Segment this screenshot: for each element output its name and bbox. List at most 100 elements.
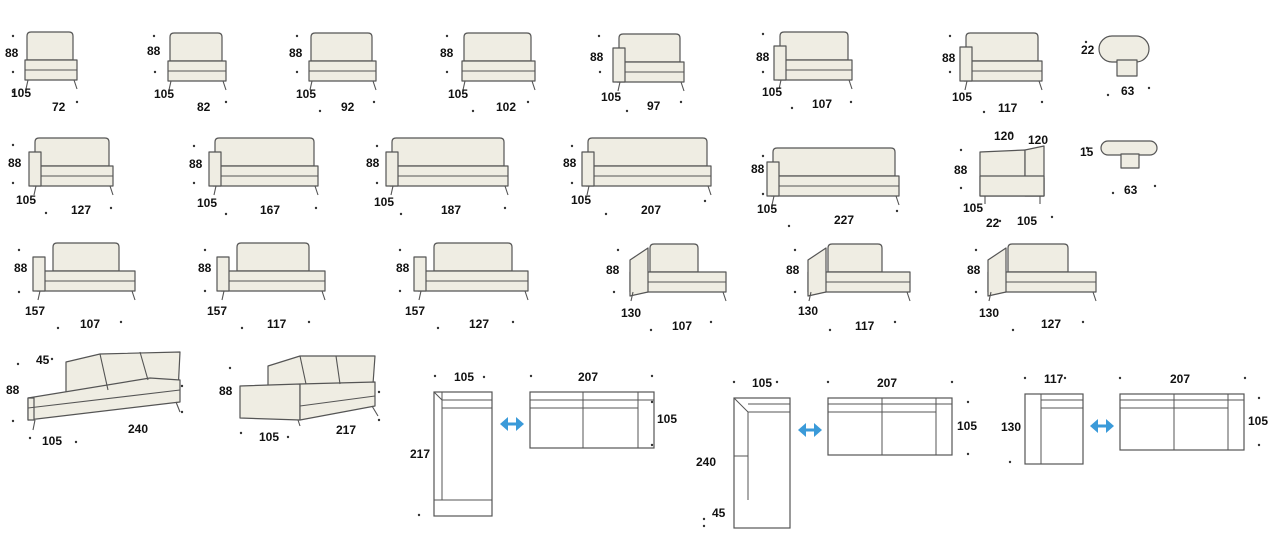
sofa-module-7: 88 105 117	[942, 32, 1043, 115]
sofa-module-8: 88 105 127	[8, 137, 114, 217]
module-4-width: 102	[496, 100, 516, 114]
sectional-1-depth: 105	[42, 434, 62, 448]
sofa-module-2: 88 105 82	[147, 32, 227, 114]
module-4-height: 88	[440, 46, 454, 60]
double-arrow-icon	[798, 423, 822, 437]
module-4-depth: 105	[448, 87, 468, 101]
module-10-height: 88	[366, 156, 380, 170]
sofa-module-18: 88 130 127	[967, 243, 1097, 331]
sectional-1-width: 240	[128, 422, 148, 436]
module-13-height: 88	[14, 261, 28, 275]
module-12-width: 227	[834, 213, 854, 227]
plan-view-3: 117 130 207 105	[1001, 372, 1268, 465]
module-1-width: 72	[52, 100, 66, 114]
corner-depth: 105	[963, 201, 983, 215]
module-14-width: 117	[267, 317, 287, 331]
sofa-module-9: 88 105 167	[189, 137, 319, 217]
module-7-height: 88	[942, 51, 956, 65]
module-2-height: 88	[147, 44, 161, 58]
module-9-height: 88	[189, 157, 203, 171]
module-15-width: 127	[469, 317, 489, 331]
corner-module: 120 120 88 105 22 105	[954, 129, 1048, 230]
corner-seat: 105	[1017, 214, 1037, 228]
cushion-large-height: 22	[1081, 43, 1095, 57]
sofa-module-10: 88 105 187	[366, 137, 509, 217]
module-11-width: 207	[641, 203, 661, 217]
module-17-height: 88	[786, 263, 800, 277]
module-10-depth: 105	[374, 195, 394, 209]
sofa-module-13: 88 157 107	[14, 242, 136, 331]
plan-view-2: 105 240 45 207 105	[696, 376, 977, 529]
module-7-width: 117	[998, 101, 1018, 115]
module-13-depth: 157	[25, 304, 45, 318]
plan-1-b-width: 207	[578, 370, 598, 384]
module-7-depth: 105	[952, 90, 972, 104]
module-13-width: 107	[80, 317, 100, 331]
module-5-depth: 105	[601, 90, 621, 104]
sectional-1-height: 88	[6, 383, 20, 397]
module-6-height: 88	[756, 50, 770, 64]
module-11-depth: 105	[571, 193, 591, 207]
module-2-depth: 105	[154, 87, 174, 101]
module-17-width: 117	[855, 319, 875, 333]
module-3-height: 88	[289, 46, 303, 60]
plan-view-1: 105 217 207 105	[410, 370, 677, 517]
module-6-depth: 105	[762, 85, 782, 99]
cushion-small-width: 63	[1124, 183, 1138, 197]
module-1-height: 88	[5, 46, 19, 60]
sectional-2-height: 88	[219, 384, 233, 398]
sofa-module-14: 88 157 117	[198, 242, 326, 331]
sofa-module-12: 88 105 227	[751, 147, 900, 227]
module-9-width: 167	[260, 203, 280, 217]
module-3-width: 92	[341, 100, 355, 114]
module-5-width: 97	[647, 99, 661, 113]
plan-2-b-width: 207	[877, 376, 897, 390]
dimension-dots	[11, 32, 1261, 528]
sectional-1-back: 45	[36, 353, 50, 367]
sectional-2-depth: 105	[259, 430, 279, 444]
module-8-width: 127	[71, 203, 91, 217]
module-15-height: 88	[396, 261, 410, 275]
modules-layer: 8810572881058288105928810510288105978810…	[5, 31, 1097, 333]
sectional-1: 45 88 105 240	[6, 351, 181, 448]
plan-1-a-width: 105	[454, 370, 474, 384]
sofa-module-6: 88 105 107	[756, 31, 853, 111]
module-3-depth: 105	[296, 87, 316, 101]
double-arrow-icon	[500, 417, 524, 431]
corner-arm: 22	[986, 216, 1000, 230]
module-14-depth: 157	[207, 304, 227, 318]
double-arrow-icon	[1090, 419, 1114, 433]
module-12-height: 88	[751, 162, 765, 176]
module-18-width: 127	[1041, 317, 1061, 331]
module-18-height: 88	[967, 263, 981, 277]
plan-3-a-width: 117	[1044, 372, 1064, 386]
sofa-module-4: 88 105 102	[440, 32, 536, 114]
module-16-width: 107	[672, 319, 692, 333]
sectional-2-width: 217	[336, 423, 356, 437]
plan-2-a-back: 45	[712, 506, 726, 520]
module-18-depth: 130	[979, 306, 999, 320]
module-11-height: 88	[563, 156, 577, 170]
corner-width-2: 120	[1028, 133, 1048, 147]
module-8-depth: 105	[16, 193, 36, 207]
module-2-width: 82	[197, 100, 211, 114]
module-10-width: 187	[441, 203, 461, 217]
module-14-height: 88	[198, 261, 212, 275]
sofa-module-11: 88 105 207	[563, 137, 712, 217]
module-8-height: 88	[8, 156, 22, 170]
cushion-large-width: 63	[1121, 84, 1135, 98]
module-9-depth: 105	[197, 196, 217, 210]
module-12-depth: 105	[757, 202, 777, 216]
module-6-width: 107	[812, 97, 832, 111]
plan-2-b-depth: 105	[957, 419, 977, 433]
plan-2-a-length: 240	[696, 455, 716, 469]
plan-3-a-depth: 130	[1001, 420, 1021, 434]
plan-1-a-length: 217	[410, 447, 430, 461]
plan-3-b-depth: 105	[1248, 414, 1268, 428]
sectional-2: 88 105 217	[219, 355, 379, 444]
